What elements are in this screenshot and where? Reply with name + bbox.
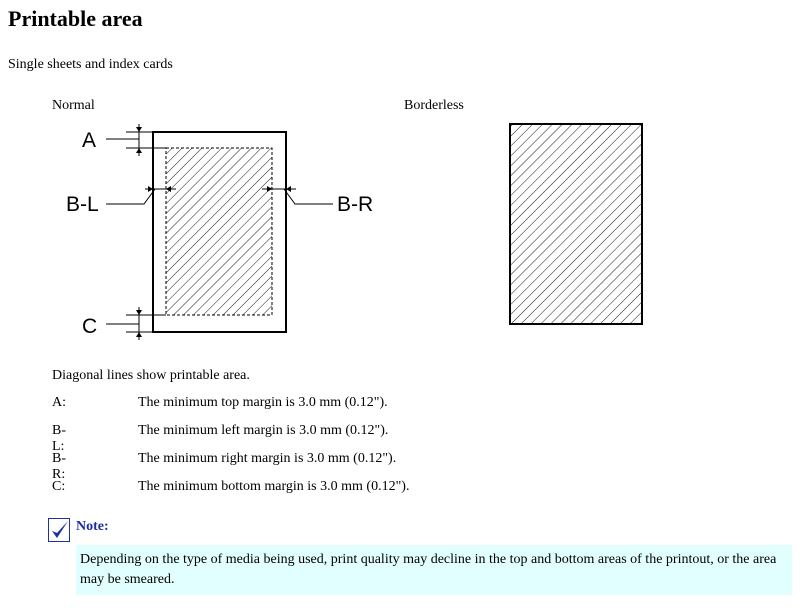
definition-description: The minimum top margin is 3.0 mm (0.12")… bbox=[138, 395, 388, 410]
definition-term: B-L: bbox=[52, 423, 66, 454]
label-c: C bbox=[82, 315, 97, 338]
dimension-b-r: B-R bbox=[262, 182, 373, 216]
note-text: Depending on the type of media being use… bbox=[76, 545, 792, 595]
page-subtitle: Single sheets and index cards bbox=[8, 57, 173, 72]
dimension-c: C bbox=[82, 307, 166, 340]
normal-sheet bbox=[152, 131, 287, 333]
definition-description: The minimum bottom margin is 3.0 mm (0.1… bbox=[138, 479, 410, 494]
label-a: A bbox=[82, 129, 96, 152]
normal-figure-label: Normal bbox=[52, 98, 95, 113]
printable-area-diagram: A B-L B-R C bbox=[66, 123, 643, 340]
dimension-b-l: B-L bbox=[66, 182, 176, 216]
label-b-r: B-R bbox=[337, 193, 373, 216]
borderless-sheet bbox=[509, 123, 643, 325]
definition-term: C: bbox=[52, 479, 66, 494]
checkmark-icon bbox=[48, 518, 70, 542]
definition-description: The minimum right margin is 3.0 mm (0.12… bbox=[138, 451, 397, 466]
label-b-l: B-L bbox=[66, 193, 99, 216]
definition-term: B-R: bbox=[52, 451, 66, 482]
diagram-caption: Diagonal lines show printable area. bbox=[52, 368, 250, 383]
note-label: Note: bbox=[76, 519, 109, 534]
dimension-a: A bbox=[82, 124, 166, 156]
page-title: Printable area bbox=[8, 6, 143, 31]
definition-term: A: bbox=[52, 395, 66, 410]
definition-description: The minimum left margin is 3.0 mm (0.12"… bbox=[138, 423, 389, 438]
borderless-figure-label: Borderless bbox=[404, 98, 464, 113]
